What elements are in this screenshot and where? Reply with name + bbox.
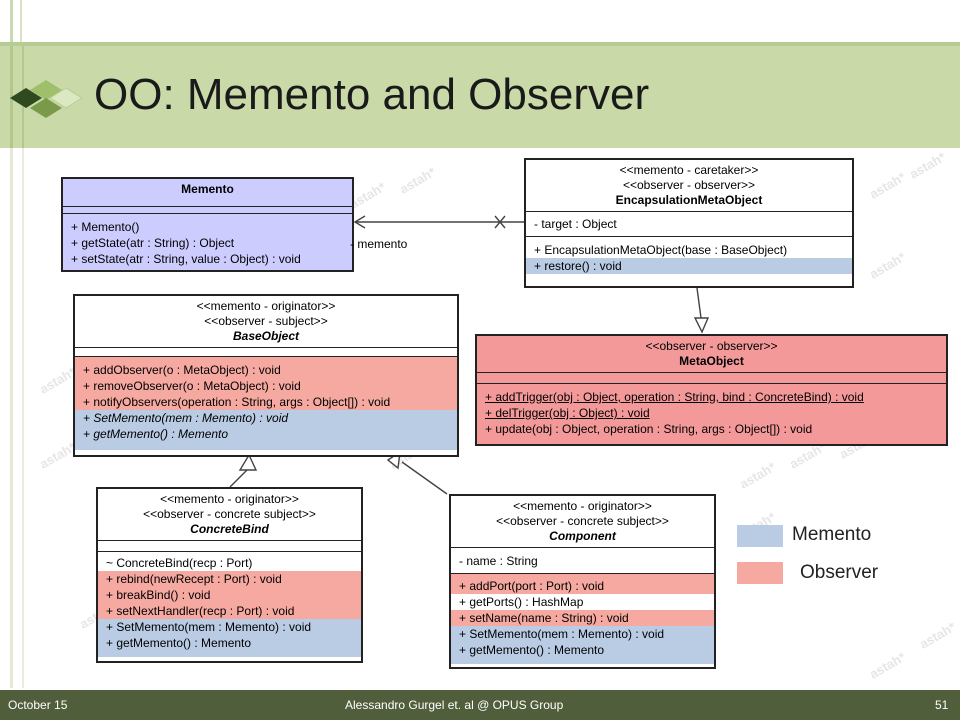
operation: + addTrigger(obj : Object, operation : S… xyxy=(485,390,864,404)
legend-label-observer: Observer xyxy=(800,562,879,583)
attribute-section xyxy=(477,373,946,384)
watermark: astah* xyxy=(866,169,909,202)
stereotype: <<memento - originator>> xyxy=(513,499,652,513)
attribute-section: - target : Object xyxy=(526,212,852,237)
section-pad xyxy=(75,357,457,362)
class-header: <<memento - originator>> <<observer - su… xyxy=(75,296,457,348)
class-header: <<observer - observer>> MetaObject xyxy=(477,336,946,373)
class-name: ConcreteBind xyxy=(190,522,269,536)
stereotype: <<observer - concrete subject>> xyxy=(496,514,669,528)
attribute: - target : Object xyxy=(534,217,617,231)
class-header: Memento xyxy=(63,179,352,207)
diamond-logo-icon xyxy=(10,80,83,118)
stereotype: <<memento - caretaker>> xyxy=(619,163,759,177)
class-name: Memento xyxy=(181,182,234,196)
watermark: astah* xyxy=(906,149,949,182)
operation-observer: + addObserver(o : MetaObject) : void xyxy=(75,362,457,378)
operation-memento: + SetMemento(mem : Memento) : void xyxy=(98,619,361,635)
operation-observer: + addPort(port : Port) : void xyxy=(451,578,714,594)
footer-date: October 15 xyxy=(8,698,68,712)
operation-observer: + rebind(newRecept : Port) : void xyxy=(98,571,361,587)
operation: + EncapsulationMetaObject(base : BaseObj… xyxy=(534,243,788,257)
operation: ~ ConcreteBind(recp : Port) xyxy=(106,556,253,570)
operation-section: + Memento() + getState(atr : String) : O… xyxy=(63,214,352,267)
operation-observer: + setNextHandler(recp : Port) : void xyxy=(98,603,361,619)
operation-memento: + SetMemento(mem : Memento) : void xyxy=(75,410,457,426)
operation-observer: + breakBind() : void xyxy=(98,587,361,603)
stereotype: <<observer - concrete subject>> xyxy=(143,507,316,521)
stereotype: <<memento - originator>> xyxy=(160,492,299,506)
slide-title: OO: Memento and Observer xyxy=(94,70,650,119)
operation-section: + EncapsulationMetaObject(base : BaseObj… xyxy=(526,237,852,274)
operation: + update(obj : Object, operation : Strin… xyxy=(485,422,813,436)
class-header: <<memento - originator>> <<observer - co… xyxy=(98,489,361,541)
attribute-section xyxy=(75,348,457,357)
operation-memento: + getMemento() : Memento xyxy=(451,642,714,658)
operation-memento: + SetMemento(mem : Memento) : void xyxy=(451,626,714,642)
top-band xyxy=(0,0,960,46)
title-bar xyxy=(0,46,960,148)
operation-observer: + setName(name : String) : void xyxy=(451,610,714,626)
class-concrete-bind[interactable]: <<memento - originator>> <<observer - co… xyxy=(96,487,363,663)
watermark: astah* xyxy=(866,249,909,282)
watermark: astah* xyxy=(866,649,909,682)
operation-memento: + restore() : void xyxy=(526,258,852,274)
operation-memento: + getMemento() : Memento xyxy=(98,635,361,651)
footer-page-number: 51 xyxy=(935,698,949,712)
operation-section: ~ ConcreteBind(recp : Port) + rebind(new… xyxy=(98,552,361,657)
section-pad xyxy=(451,574,714,578)
stereotype: <<observer - observer>> xyxy=(645,339,778,353)
operation: + getState(atr : String) : Object xyxy=(71,236,235,250)
legend-swatch-memento xyxy=(737,525,783,547)
left-margin xyxy=(0,148,48,688)
attribute-section xyxy=(63,207,352,214)
decor-stripe xyxy=(10,46,13,148)
stereotype: <<observer - subject>> xyxy=(204,314,328,328)
decor-line xyxy=(0,42,960,46)
decor-stripe xyxy=(20,0,22,42)
section-pad xyxy=(98,651,361,657)
legend-swatch-observer xyxy=(737,562,783,584)
operation-section: + addPort(port : Port) : void + getPorts… xyxy=(451,574,714,664)
class-name: MetaObject xyxy=(679,354,744,368)
watermark: astah* xyxy=(916,619,959,652)
association-role-label: - memento xyxy=(350,237,408,251)
class-base-object[interactable]: <<memento - originator>> <<observer - su… xyxy=(73,294,459,457)
operation: + delTrigger(obj : Object) : void xyxy=(485,406,650,420)
class-header: <<memento - originator>> <<observer - co… xyxy=(451,496,714,548)
section-pad xyxy=(75,442,457,450)
class-meta-object[interactable]: <<observer - observer>> MetaObject + add… xyxy=(475,334,948,446)
operation-memento: + getMemento() : Memento xyxy=(75,426,457,442)
stereotype: <<observer - observer>> xyxy=(622,178,756,192)
decor-stripe xyxy=(10,148,13,688)
attribute-section xyxy=(98,541,361,552)
class-encapsulation-meta-object[interactable]: <<memento - caretaker>> <<observer - obs… xyxy=(524,158,854,288)
footer-author: Alessandro Gurgel et. al @ OPUS Group xyxy=(345,698,564,712)
operation: + getPorts() : HashMap xyxy=(459,595,584,609)
slide-footer: October 15 Alessandro Gurgel et. al @ OP… xyxy=(0,690,960,720)
watermark: astah* xyxy=(396,164,439,197)
class-name: BaseObject xyxy=(232,329,300,343)
operation-section: + addObserver(o : MetaObject) : void + r… xyxy=(75,357,457,450)
operation-section: + addTrigger(obj : Object, operation : S… xyxy=(477,384,946,437)
legend-label-memento: Memento xyxy=(792,524,872,545)
section-pad xyxy=(451,658,714,664)
class-name: Component xyxy=(549,529,616,543)
attribute: - name : String xyxy=(459,554,538,568)
decor-stripe xyxy=(22,148,24,688)
operation-observer: + removeObserver(o : MetaObject) : void xyxy=(75,378,457,394)
operation-observer: + notifyObservers(operation : String, ar… xyxy=(75,394,457,410)
decor-stripe xyxy=(10,0,13,42)
class-name: EncapsulationMetaObject xyxy=(615,193,763,207)
class-memento[interactable]: Memento + Memento() + getState(atr : Str… xyxy=(61,177,354,272)
watermark: astah* xyxy=(736,459,779,492)
class-component[interactable]: <<memento - originator>> <<observer - co… xyxy=(449,494,716,669)
stereotype: <<memento - originator>> xyxy=(196,299,336,313)
operation: + setState(atr : String, value : Object)… xyxy=(71,252,301,266)
class-header: <<memento - caretaker>> <<observer - obs… xyxy=(526,160,852,212)
attribute-section: - name : String xyxy=(451,548,714,574)
operation: + Memento() xyxy=(71,220,140,234)
